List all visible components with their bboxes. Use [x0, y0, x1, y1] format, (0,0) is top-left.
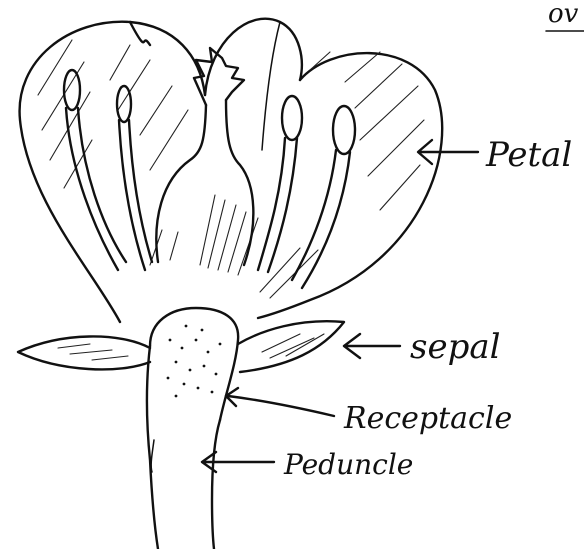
corner-heading-fragment: ov	[548, 0, 579, 29]
sepals	[18, 321, 344, 372]
left-petal-hatching	[38, 40, 188, 188]
stamens-left	[64, 70, 152, 270]
left-filament-2	[119, 120, 152, 270]
left-filament-1	[66, 108, 126, 270]
right-anther-1	[282, 96, 302, 140]
sepal-label: sepal	[410, 327, 500, 367]
petal-label: Petal	[485, 135, 572, 175]
right-anther-2	[333, 106, 355, 154]
receptacle-label: Receptacle	[343, 401, 512, 436]
center-base-hatching	[150, 195, 318, 298]
pistil	[156, 48, 253, 265]
right-sepal-veins	[262, 334, 324, 358]
label-peduncle-group: Peduncle	[202, 448, 413, 481]
stamens-right	[258, 96, 355, 288]
peduncle-arrow	[202, 452, 274, 472]
left-anther-2	[117, 86, 131, 122]
receptacle-stipple	[167, 325, 222, 398]
sepal-arrow	[344, 334, 400, 358]
center-petal-outline	[130, 19, 302, 95]
right-petal-outline	[258, 53, 442, 318]
petals	[20, 19, 443, 322]
receptacle-and-stalk	[147, 308, 238, 549]
peduncle-outline	[147, 346, 220, 549]
receptacle-outline	[150, 308, 238, 420]
peduncle-inner-line	[151, 440, 154, 472]
right-sepal-outline	[238, 321, 344, 372]
right-petal-hatching	[310, 52, 424, 210]
receptacle-arrow	[226, 388, 334, 416]
stigma	[194, 48, 244, 105]
right-filament-1	[258, 138, 297, 272]
petal-arrow	[418, 140, 478, 164]
right-petal-inner-edge	[262, 22, 280, 150]
label-receptacle-group: Receptacle	[226, 388, 512, 436]
peduncle-label: Peduncle	[283, 448, 413, 481]
left-sepal-veins	[58, 344, 128, 360]
label-sepal-group: sepal	[344, 327, 500, 367]
